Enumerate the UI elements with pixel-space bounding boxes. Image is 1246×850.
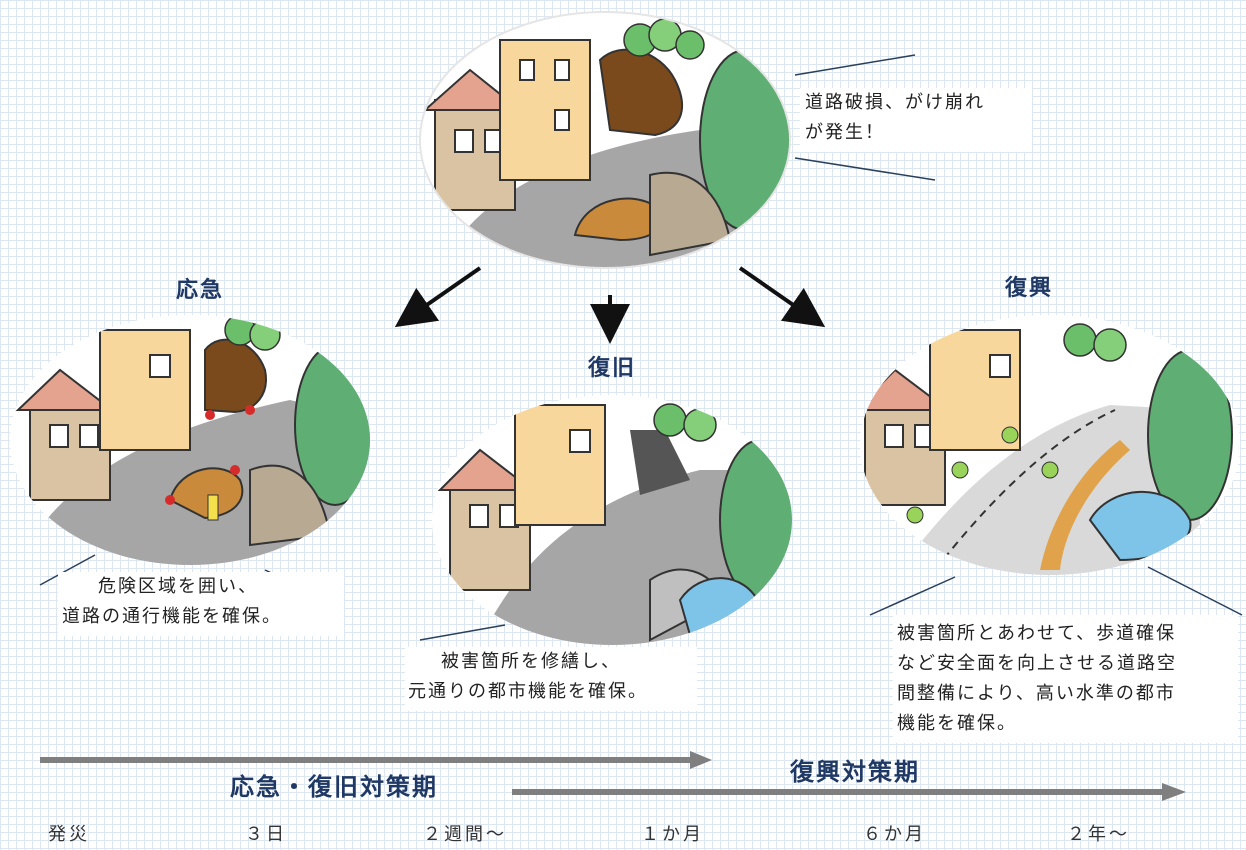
period-1-label: 応急・復旧対策期 (230, 773, 438, 801)
flow-arrows (394, 266, 826, 344)
timeline-tick-6: ２年～ (1067, 824, 1130, 845)
period-2-label: 復興対策期 (790, 758, 920, 786)
timeline-tick-3: ２週間～ (423, 824, 507, 845)
reconstruction-caption-line-4: 機能を確保。 (897, 713, 1017, 734)
disaster-note-line-1: 道路破損、がけ崩れ (805, 92, 985, 113)
disaster-illustration (419, 11, 791, 269)
timeline-tick-1: 発災 (48, 824, 90, 845)
arrow-to-emergency (394, 266, 482, 328)
emergency-caption-bg (58, 572, 344, 636)
disaster-note-line-2: が発生！ (805, 122, 885, 143)
timeline-tick-2: ３日 (245, 824, 287, 845)
stage-title-emergency: 応急 (176, 278, 225, 303)
timeline-bars (40, 751, 1186, 801)
stage-title-recovery: 復旧 (588, 356, 637, 381)
emergency-illustration (10, 315, 370, 565)
reconstruction-illustration (860, 315, 1240, 575)
recovery-caption-line-2: 元通りの都市機能を確保。 (408, 681, 648, 702)
reconstruction-caption-line-2: など安全面を向上させる道路空 (897, 653, 1177, 674)
reconstruction-caption-line-1: 被害箇所とあわせて、歩道確保 (897, 623, 1177, 644)
reconstruction-caption-bg (893, 615, 1238, 743)
recovery-caption-bg (405, 647, 697, 711)
disaster-note-bg (800, 88, 1032, 152)
stage-title-reconstruction: 復興 (1005, 276, 1054, 301)
emergency-caption-line-2: 道路の通行機能を確保。 (62, 606, 282, 627)
recovery-caption-line-1: 被害箇所を修繕し、 (441, 651, 621, 672)
recovery-illustration (432, 395, 792, 645)
arrow-to-reconstruction (738, 266, 826, 328)
emergency-caption-line-1: 危険区域を囲い、 (98, 576, 258, 597)
timeline-tick-5: ６か月 (863, 824, 926, 845)
reconstruction-caption-line-3: 間整備により、高い水準の都市 (897, 683, 1176, 704)
timeline-tick-4: １か月 (641, 824, 704, 845)
